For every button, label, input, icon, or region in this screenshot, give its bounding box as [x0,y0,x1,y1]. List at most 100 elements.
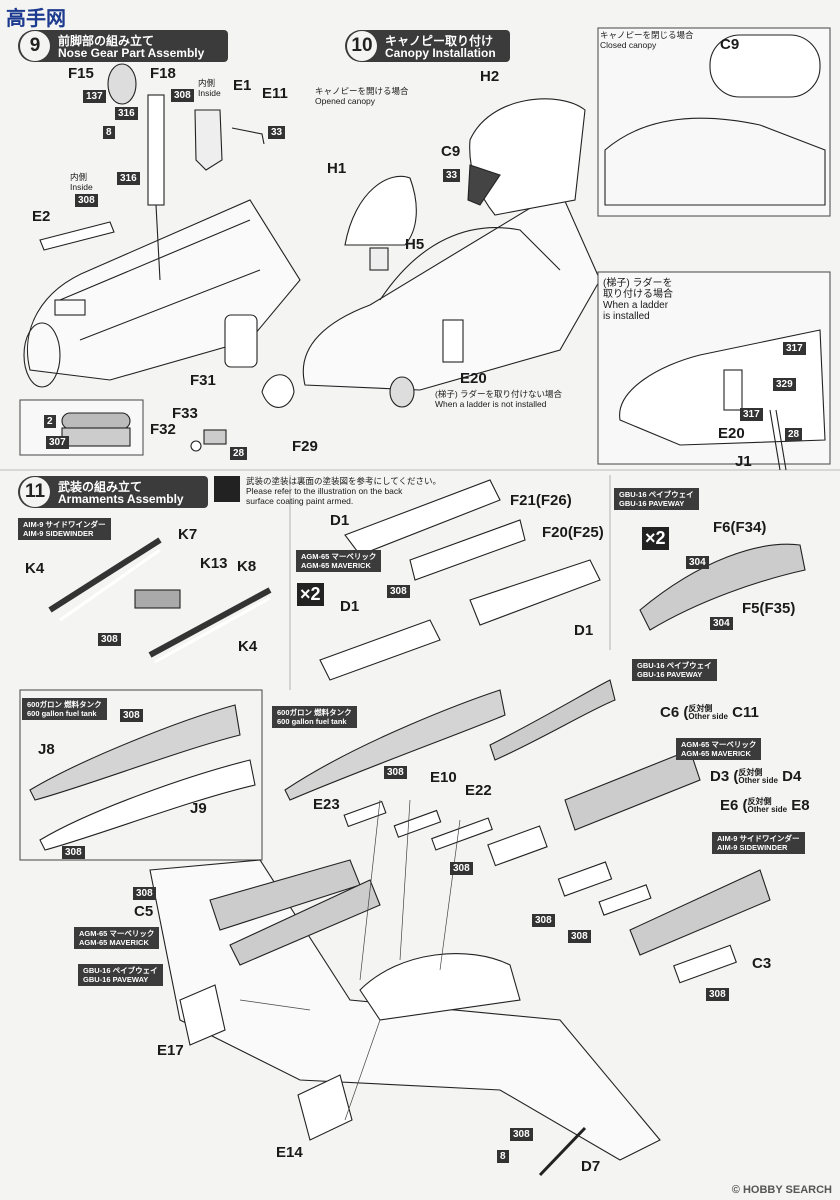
paint-code: 28 [230,447,248,460]
paint-code: 308 [384,766,407,779]
gbu16-tag: GBU-16 ペイブウェイ GBU-16 PAVEWAY [78,964,163,986]
part-label: E2 [32,208,51,225]
part-label: F20(F25) [542,524,604,541]
paint-code: 307 [46,436,69,449]
paint-code: 308 [120,709,143,722]
step-title-en: Armaments Assembly [58,492,184,506]
fuel-tank-tag: 600ガロン 燃料タンク 600 gallon fuel tank [22,698,107,720]
paint-code: 329 [773,378,796,391]
agm65-tag: AGM-65 マーベリック AGM-65 MAVERICK [676,738,762,760]
part-label: E23 [313,796,340,813]
part-label: F32 [150,421,176,438]
h2-canopy [469,98,586,216]
part-label: E17 [157,1042,184,1059]
step-11-header: 11 武装の組み立て Armaments Assembly [18,476,208,508]
nose-gear-drawing [107,63,165,281]
paint-code: 137 [83,90,106,103]
part-label: H5 [405,236,425,253]
c9-part [467,164,501,206]
part-label: J9 [190,800,207,817]
part-label: J1 [735,453,752,470]
part-label: F18 [150,65,176,82]
h5-part [369,247,389,271]
paint-code: 2 [44,415,56,428]
paint-code: 28 [785,428,803,441]
step-number: 11 [20,477,50,507]
gbu16-tag: GBU-16 ペイブウェイ GBU-16 PAVEWAY [632,659,717,681]
tank-j8-drawing [29,704,241,801]
h1-windscreen [344,175,417,246]
part-label: J8 [38,741,55,758]
e2-part [39,221,115,251]
part-label: F6(F34) [713,519,767,536]
armament-paint-note: 武装の塗装は裏面の塗装図を参考にしてください。Please refer to t… [246,476,441,506]
paint-code: 8 [103,126,115,139]
quantity-badge: ×2 [297,583,324,606]
part-label: E10 [430,769,457,786]
paint-code: 33 [268,126,286,139]
paint-brush-icon [214,476,240,502]
cockpit-fuselage-drawing [302,189,601,408]
part-label: F33 [172,405,198,422]
part-label: F31 [190,372,216,389]
part-label: C5 [134,903,154,920]
paint-code: 317 [740,408,763,421]
step-9-header: 9 前脚部の組み立て Nose Gear Part Assembly [18,30,228,62]
step-title-en: Canopy Installation [385,46,496,60]
paint-code: 308 [98,633,121,646]
part-label: C3 [752,955,772,972]
part-label: K4 [25,560,45,577]
f31-part [224,314,258,368]
part-label: D1 [340,598,360,615]
part-label: E11 [262,85,288,102]
part-label: E20 [718,425,745,442]
gbu16-drawing [639,543,806,631]
paint-code: 316 [117,172,140,185]
paint-code: 304 [710,617,733,630]
paint-code: 304 [686,556,709,569]
paint-code: 308 [568,930,591,943]
step-number: 9 [20,31,50,61]
part-label: C9 [441,143,461,160]
paint-code: 308 [133,887,156,900]
f33-part [203,429,227,445]
part-label: E22 [465,782,492,799]
part-label: F21(F26) [510,492,572,509]
part-label: K7 [178,526,198,543]
step-number: 10 [347,31,377,61]
part-label: F15 [68,65,94,82]
tank-center-drawing [284,689,506,801]
step-title-jp: 武装の組み立て [58,480,143,494]
paint-code: 308 [706,988,729,1001]
aim9-tag: AIM-9 サイドワインダー AIM-9 SIDEWINDER [18,518,111,540]
paint-code: 316 [115,107,138,120]
paint-code: 308 [387,585,410,598]
part-label: D1 [330,512,350,529]
fuel-tank-tag: 600ガロン 燃料タンク 600 gallon fuel tank [272,706,357,728]
agm65-tag: AGM-65 マーベリック AGM-65 MAVERICK [296,550,382,572]
paint-code: 317 [783,342,806,355]
gbu16-tag: GBU-16 ペイブウェイ GBU-16 PAVEWAY [614,488,699,510]
gbu16-center-drawing [489,679,616,761]
part-label: E20 [460,370,487,387]
step-title-jp: 前脚部の組み立て [58,34,155,48]
f29-part [261,374,295,408]
paint-code: 308 [62,846,85,859]
paint-code: 308 [532,914,555,927]
hobby-search-watermark: © HOBBY SEARCH [731,1184,832,1196]
agm65-tag: AGM-65 マーベリック AGM-65 MAVERICK [74,927,160,949]
aim9-drawing [48,537,272,664]
part-label: H2 [480,68,500,85]
paint-code: 33 [443,169,461,182]
agm65-top-drawing [319,479,601,681]
part-label: D7 [581,1158,601,1175]
part-label: C9 [720,36,740,53]
